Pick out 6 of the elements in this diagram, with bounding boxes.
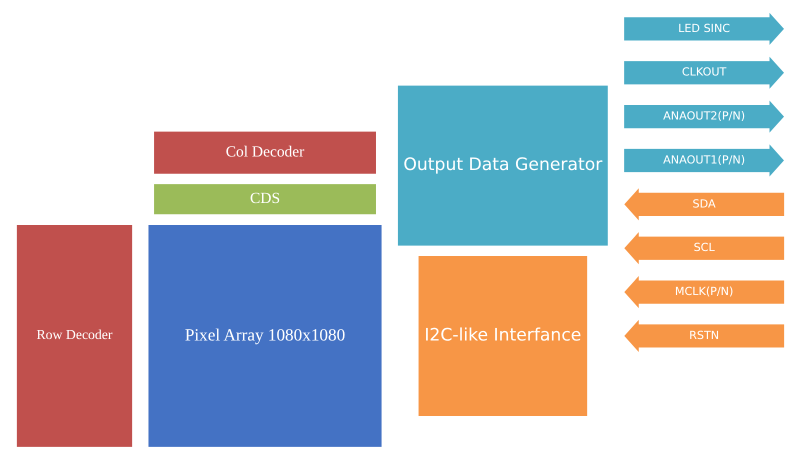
- node-box: Pixel Array 1080x1080: [148, 224, 382, 448]
- node-box: CDS: [153, 183, 377, 216]
- node-box: Output Data Generator: [397, 84, 609, 246]
- node-box: Col Decoder: [153, 130, 377, 175]
- node-box: Row Decoder: [16, 224, 133, 448]
- node-box: I2C-like Interfance: [418, 255, 588, 417]
